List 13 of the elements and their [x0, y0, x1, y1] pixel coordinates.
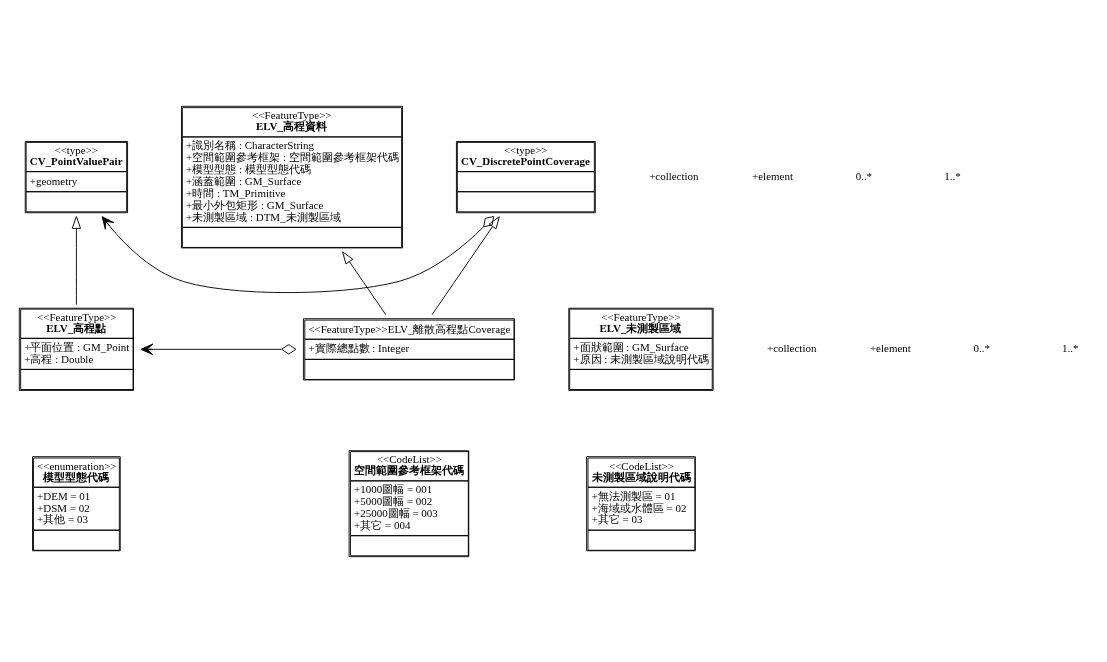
arrow — [101, 215, 495, 293]
label: +element — [869, 341, 911, 354]
label: 1..* — [1062, 341, 1079, 354]
arrow — [140, 343, 297, 355]
arrow — [342, 250, 387, 315]
label: 0..* — [855, 169, 873, 182]
label: +collection — [767, 341, 817, 354]
arrow — [431, 215, 500, 315]
label: +collection — [649, 169, 699, 182]
label: 0..* — [973, 341, 990, 354]
label: +element — [752, 169, 793, 182]
arrow — [71, 215, 81, 305]
label: 1..* — [944, 169, 961, 182]
